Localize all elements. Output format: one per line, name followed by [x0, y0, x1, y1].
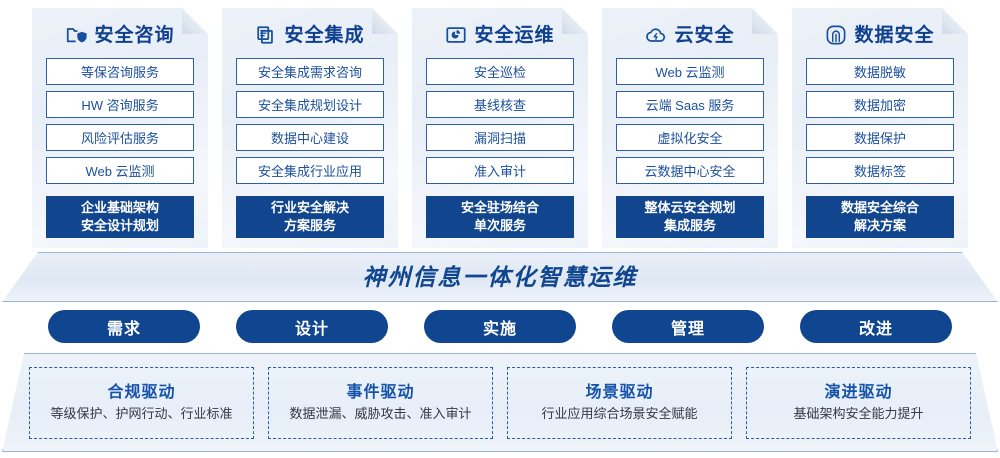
driver-box-scenario[interactable]: 场景驱动 行业应用综合场景安全赋能 — [507, 367, 732, 439]
card-footer-line: 企业基础架构 — [80, 200, 159, 216]
card-item[interactable]: 数据脱敏 — [806, 58, 954, 85]
banner-title: 神州信息一体化智慧运维 — [362, 263, 638, 290]
driver-description: 行业应用综合场景安全赋能 — [541, 406, 698, 421]
card-footer-highlight[interactable]: 企业基础架构 安全设计规划 — [46, 196, 194, 238]
card-footer-highlight[interactable]: 数据安全综合 解决方案 — [806, 196, 954, 238]
card-item-list: 安全巡检 基线核查 漏洞扫描 准入审计 安全驻场结合 单次服务 — [412, 58, 588, 238]
driver-box-incident[interactable]: 事件驱动 数据泄漏、威胁攻击、准入审计 — [268, 367, 493, 439]
card-footer-highlight[interactable]: 安全驻场结合 单次服务 — [426, 196, 574, 238]
monitor-chart-icon — [445, 24, 467, 46]
service-cards-row: 安全咨询 等保咨询服务 HW 咨询服务 风险评估服务 Web 云监测 企业基础架… — [0, 8, 1000, 256]
phase-pill-design[interactable]: 设计 — [236, 310, 388, 343]
card-item[interactable]: HW 咨询服务 — [46, 91, 194, 118]
card-header: 数据安全 — [792, 12, 968, 58]
service-card-data-security[interactable]: 数据安全 数据脱敏 数据加密 数据保护 数据标签 数据安全综合 解决方案 — [792, 8, 968, 248]
driver-title: 合规驱动 — [107, 384, 176, 401]
card-item[interactable]: 安全集成规划设计 — [236, 91, 384, 118]
fingerprint-icon — [825, 24, 847, 46]
card-footer-line: 集成服务 — [663, 218, 716, 233]
card-item-list: 等保咨询服务 HW 咨询服务 风险评估服务 Web 云监测 企业基础架构 安全设… — [32, 58, 208, 238]
card-item[interactable]: 数据标签 — [806, 157, 954, 184]
drivers-panel: 合规驱动 等级保护、护网行动、行业标准 事件驱动 数据泄漏、威胁攻击、准入审计 … — [2, 353, 998, 452]
card-footer-highlight[interactable]: 整体云安全规划 集成服务 — [616, 196, 764, 238]
card-item[interactable]: 安全集成行业应用 — [236, 157, 384, 184]
card-footer-line: 方案服务 — [283, 218, 336, 233]
card-item[interactable]: 安全巡检 — [426, 58, 574, 85]
card-item[interactable]: 云端 Saas 服务 — [616, 91, 764, 118]
card-header: 安全运维 — [412, 12, 588, 58]
card-item[interactable]: 数据中心建设 — [236, 124, 384, 151]
card-footer-line: 单次服务 — [473, 218, 526, 233]
card-item[interactable]: 安全集成需求咨询 — [236, 58, 384, 85]
card-item[interactable]: Web 云监测 — [616, 58, 764, 85]
card-item[interactable]: 漏洞扫描 — [426, 124, 574, 151]
card-header: 安全咨询 — [32, 12, 208, 58]
card-item[interactable]: Web 云监测 — [46, 157, 194, 184]
phase-pill-management[interactable]: 管理 — [612, 310, 764, 343]
card-item[interactable]: 云数据中心安全 — [616, 157, 764, 184]
phase-pill-improvement[interactable]: 改进 — [800, 310, 952, 343]
card-item-list: 安全集成需求咨询 安全集成规划设计 数据中心建设 安全集成行业应用 行业安全解决… — [222, 58, 398, 238]
card-footer-highlight[interactable]: 行业安全解决 方案服务 — [236, 196, 384, 238]
card-title: 安全运维 — [474, 24, 555, 46]
card-item[interactable]: 准入审计 — [426, 157, 574, 184]
card-footer-line: 安全设计规划 — [80, 218, 159, 233]
card-item[interactable]: 虚拟化安全 — [616, 124, 764, 151]
card-footer-line: 安全驻场结合 — [460, 200, 539, 216]
card-footer-line: 解决方案 — [853, 218, 906, 233]
service-card-security-consulting[interactable]: 安全咨询 等保咨询服务 HW 咨询服务 风险评估服务 Web 云监测 企业基础架… — [32, 8, 208, 248]
card-item[interactable]: 风险评估服务 — [46, 124, 194, 151]
platform-banner: 神州信息一体化智慧运维 — [2, 252, 998, 302]
card-header: 云安全 — [602, 12, 778, 58]
card-item[interactable]: 等保咨询服务 — [46, 58, 194, 85]
card-item[interactable]: 数据加密 — [806, 91, 954, 118]
card-item[interactable]: 数据保护 — [806, 124, 954, 151]
card-title: 安全咨询 — [94, 24, 175, 46]
card-footer-line: 数据安全综合 — [840, 200, 919, 216]
folder-shield-icon — [65, 24, 87, 46]
driver-description: 基础架构安全能力提升 — [793, 406, 924, 421]
driver-title: 场景驱动 — [585, 384, 654, 401]
card-title: 数据安全 — [854, 24, 935, 46]
cloud-icon — [645, 24, 667, 46]
card-item-list: Web 云监测 云端 Saas 服务 虚拟化安全 云数据中心安全 整体云安全规划… — [602, 58, 778, 238]
card-item-list: 数据脱敏 数据加密 数据保护 数据标签 数据安全综合 解决方案 — [792, 58, 968, 238]
driver-description: 等级保护、护网行动、行业标准 — [50, 406, 233, 421]
card-title: 云安全 — [674, 24, 735, 46]
phase-pill-requirement[interactable]: 需求 — [48, 310, 200, 343]
driver-box-compliance[interactable]: 合规驱动 等级保护、护网行动、行业标准 — [29, 367, 254, 439]
phase-pill-implementation[interactable]: 实施 — [424, 310, 576, 343]
card-footer-line: 整体云安全规划 — [644, 200, 736, 216]
driver-description: 数据泄漏、威胁攻击、准入审计 — [289, 406, 472, 421]
service-card-security-integration[interactable]: 安全集成 安全集成需求咨询 安全集成规划设计 数据中心建设 安全集成行业应用 行… — [222, 8, 398, 248]
card-item[interactable]: 基线核查 — [426, 91, 574, 118]
driver-title: 演进驱动 — [824, 384, 893, 401]
service-card-cloud-security[interactable]: 云安全 Web 云监测 云端 Saas 服务 虚拟化安全 云数据中心安全 整体云… — [602, 8, 778, 248]
driver-box-evolution[interactable]: 演进驱动 基础架构安全能力提升 — [746, 367, 971, 439]
driver-title: 事件驱动 — [346, 384, 415, 401]
card-footer-line: 行业安全解决 — [270, 200, 349, 216]
card-title: 安全集成 — [284, 24, 365, 46]
documents-stack-icon — [255, 24, 277, 46]
phase-pills-row: 需求 设计 实施 管理 改进 — [0, 310, 1000, 343]
service-card-security-operations[interactable]: 安全运维 安全巡检 基线核查 漏洞扫描 准入审计 安全驻场结合 单次服务 — [412, 8, 588, 248]
card-header: 安全集成 — [222, 12, 398, 58]
